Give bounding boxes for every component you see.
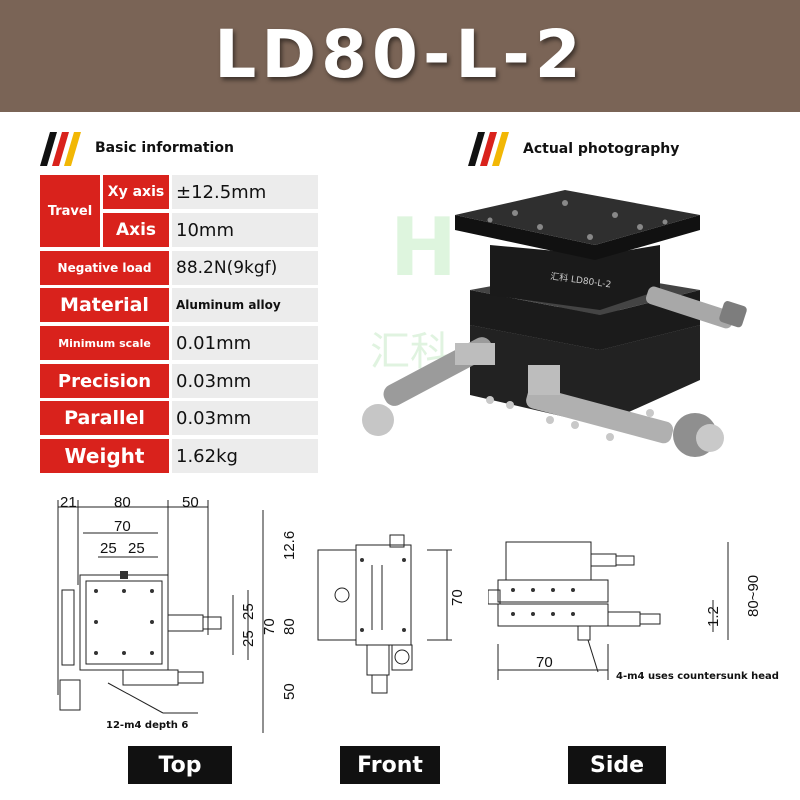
basic-info-heading: Basic information <box>95 140 234 156</box>
side-note: 4-m4 uses countersunk head <box>616 671 779 682</box>
stripes-icon <box>40 132 81 166</box>
parallel-label: Parallel <box>40 401 169 435</box>
front-drawing: 70 <box>317 534 466 694</box>
side-dim-80-90: 80~90 <box>745 575 762 617</box>
dim-25b: 25 <box>128 540 145 557</box>
xy-axis-label: Xy axis <box>103 175 169 209</box>
negative-load-label: Negative load <box>40 251 169 285</box>
tab-front[interactable]: Front <box>340 746 440 784</box>
dim-v80: 80 <box>281 618 298 635</box>
dim-50: 50 <box>182 495 199 511</box>
xy-axis-value: ±12.5mm <box>172 175 318 209</box>
material-value: Aluminum alloy <box>172 288 318 322</box>
negative-load-value: 88.2N(9kgf) <box>172 251 318 285</box>
travel-label: Travel <box>40 175 100 247</box>
dim-12-6: 12.6 <box>281 531 298 560</box>
side-drawing: 80~90 1.2 70 4-m4 uses countersunk head <box>488 541 779 682</box>
title-banner: LD80-L-2 <box>0 0 800 112</box>
top-drawing: 21 80 50 70 25 25 12.6 25 25 70 80 50 12… <box>57 495 298 733</box>
minimum-scale-value: 0.01mm <box>172 326 318 360</box>
weight-value: 1.62kg <box>172 439 318 473</box>
side-dim-70: 70 <box>536 654 553 671</box>
front-dim-70: 70 <box>449 589 466 606</box>
weight-label: Weight <box>40 439 169 473</box>
dim-25a: 25 <box>100 540 117 557</box>
product-photo: H 汇科 汇科 LD80-L-2 <box>362 190 747 457</box>
axis-value: 10mm <box>172 213 318 247</box>
parallel-value: 0.03mm <box>172 401 318 435</box>
dim-v50: 50 <box>281 683 298 700</box>
material-label: Material <box>40 288 169 322</box>
product-title: LD80-L-2 <box>214 16 586 93</box>
stripes-icon <box>468 132 509 166</box>
axis-label: Axis <box>103 213 169 247</box>
precision-value: 0.03mm <box>172 364 318 398</box>
tab-side[interactable]: Side <box>568 746 666 784</box>
tab-top[interactable]: Top <box>128 746 232 784</box>
minimum-scale-label: Minimum scale <box>40 326 169 360</box>
precision-label: Precision <box>40 364 169 398</box>
dim-80: 80 <box>114 495 131 511</box>
top-note: 12-m4 depth 6 <box>106 720 188 731</box>
actual-photo-heading: Actual photography <box>523 141 680 157</box>
dim-21: 21 <box>60 495 77 511</box>
dim-v25b: 25 <box>240 630 257 647</box>
side-dim-1-2: 1.2 <box>705 606 722 627</box>
dim-v25a: 25 <box>240 603 257 620</box>
svg-text:H: H <box>390 201 457 294</box>
dim-v70: 70 <box>261 618 278 635</box>
dim-70: 70 <box>114 518 131 535</box>
